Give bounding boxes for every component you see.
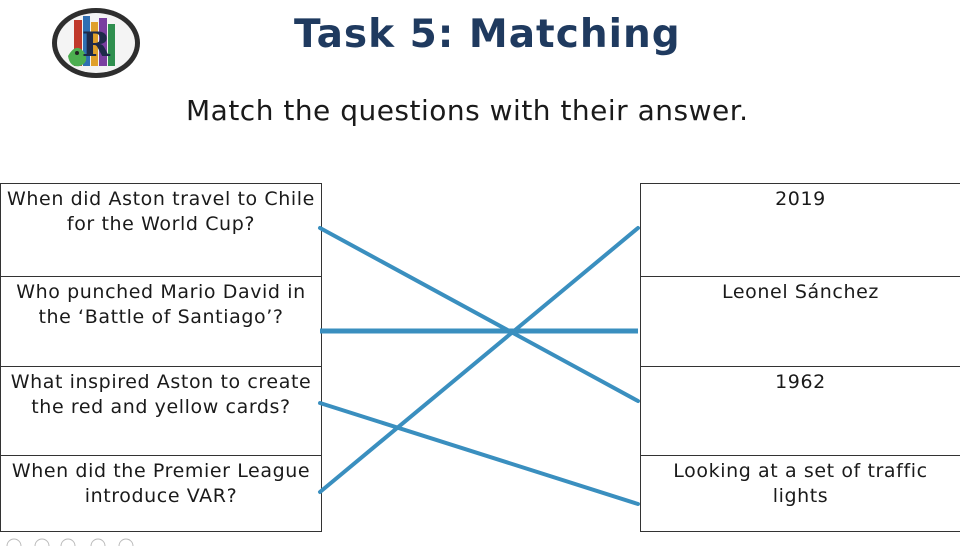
answer-cell: Looking at a set of traffic lights <box>641 456 960 532</box>
slide-controls <box>2 531 142 550</box>
control-icon[interactable] <box>90 538 106 550</box>
question-cell: When did the Premier League introduce VA… <box>1 456 321 532</box>
control-icon[interactable] <box>6 538 22 550</box>
control-icon[interactable] <box>60 538 76 550</box>
question-cell: Who punched Mario David in the ‘Battle o… <box>1 277 321 367</box>
answer-cell: 1962 <box>641 367 960 456</box>
match-line-q3-a4 <box>318 401 640 506</box>
answer-cell: Leonel Sánchez <box>641 277 960 367</box>
match-line-q4-a1 <box>318 226 640 494</box>
logo-letter: R <box>82 25 111 65</box>
answers-column: 2019 Leonel Sánchez 1962 Looking at a se… <box>640 183 960 532</box>
control-icon[interactable] <box>34 538 50 550</box>
page-title: Task 5: Matching <box>294 12 681 57</box>
match-line-q1-a3 <box>318 226 640 403</box>
question-cell: What inspired Aston to create the red an… <box>1 367 321 456</box>
school-logo: R <box>50 6 142 80</box>
questions-column: When did Aston travel to Chile for the W… <box>0 183 322 532</box>
instructions: Match the questions with their answer. <box>186 94 749 127</box>
question-cell: When did Aston travel to Chile for the W… <box>1 184 321 277</box>
answer-cell: 2019 <box>641 184 960 277</box>
control-icon[interactable] <box>118 538 134 550</box>
